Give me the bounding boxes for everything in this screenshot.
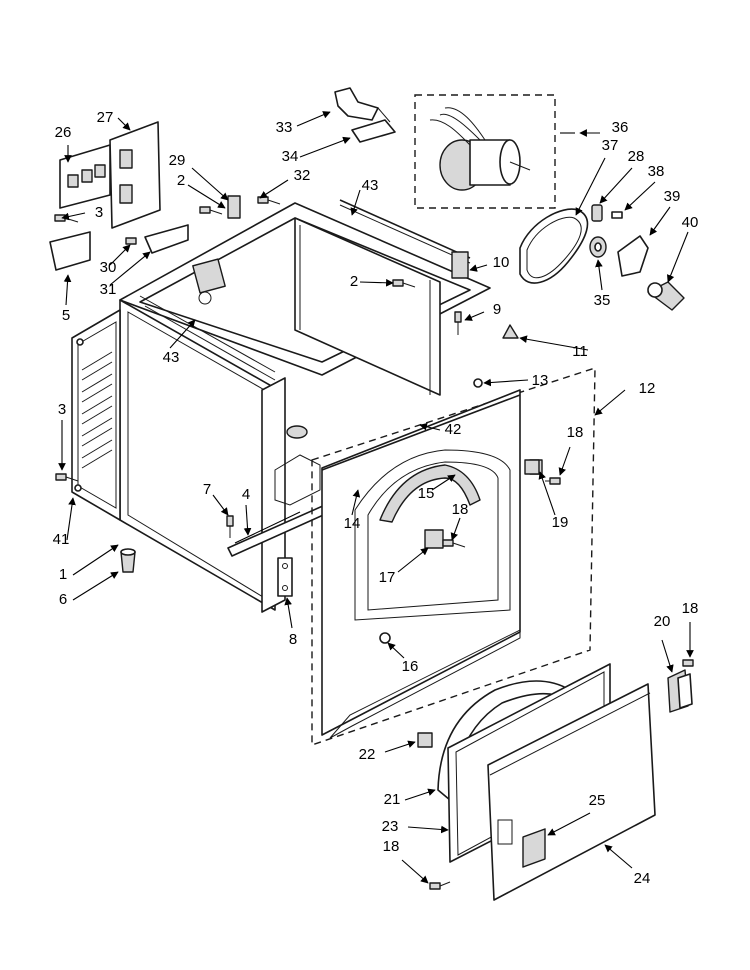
callout-23: 23	[382, 818, 399, 835]
callout-37: 37	[602, 137, 619, 154]
leader-lines	[58, 111, 694, 884]
callout-10: 10	[493, 254, 510, 271]
callout-27: 27	[97, 109, 114, 126]
callout-38: 38	[648, 163, 665, 180]
callout-42: 42	[445, 421, 462, 438]
callout-18-panel: 18	[452, 501, 469, 518]
callout-18-door: 18	[383, 838, 400, 855]
callout-24: 24	[634, 870, 651, 887]
callout-14: 14	[344, 515, 361, 532]
callout-5: 5	[62, 307, 70, 324]
callout-25: 25	[589, 792, 606, 809]
callout-41: 41	[53, 531, 70, 548]
callout-3-upper: 3	[95, 204, 103, 221]
cabinet	[119, 199, 491, 613]
screws	[54, 196, 694, 890]
callout-18-bracket: 18	[567, 424, 584, 441]
callout-18-hinge: 18	[682, 600, 699, 617]
motor-assembly	[414, 94, 556, 209]
callout-2-left: 2	[177, 172, 185, 189]
callout-26: 26	[55, 124, 72, 141]
idler-assembly	[589, 204, 685, 311]
drive-belt	[519, 208, 589, 284]
callout-11: 11	[572, 343, 588, 360]
callout-43-left: 43	[163, 349, 180, 366]
callout-30: 30	[100, 259, 117, 276]
callout-33: 33	[276, 119, 293, 136]
callout-9: 9	[493, 301, 501, 318]
callout-32: 32	[294, 167, 311, 184]
callout-20: 20	[654, 613, 671, 630]
callout-21: 21	[384, 791, 401, 808]
callout-22: 22	[359, 746, 376, 763]
callout-2-right: 2	[350, 273, 358, 290]
callout-40: 40	[682, 214, 699, 231]
callout-17: 17	[379, 569, 396, 586]
callout-29: 29	[169, 152, 186, 169]
door-assembly	[417, 663, 693, 901]
callout-13: 13	[532, 372, 549, 389]
callout-7: 7	[203, 481, 211, 498]
callout-15: 15	[418, 485, 435, 502]
callout-4: 4	[242, 486, 250, 503]
motor-bracket	[334, 87, 396, 143]
callout-39: 39	[664, 188, 681, 205]
callout-31: 31	[100, 281, 117, 298]
callout-8: 8	[289, 631, 297, 648]
callout-16: 16	[402, 658, 419, 675]
callout-43-top: 43	[362, 177, 379, 194]
rear-vent-panel	[71, 309, 121, 521]
callout-28: 28	[628, 148, 645, 165]
callout-6: 6	[59, 591, 67, 608]
callout-labels: 1 2 2 3 3 4 5 6 7 8 9 10 11 12 13 14 15 …	[53, 109, 699, 887]
callout-12: 12	[639, 380, 656, 397]
callout-1: 1	[59, 566, 67, 583]
callout-36: 36	[612, 119, 629, 136]
callout-19: 19	[552, 514, 569, 531]
callout-35: 35	[594, 292, 611, 309]
callout-34: 34	[282, 148, 299, 165]
control-components	[49, 121, 241, 271]
callout-3-lower: 3	[58, 401, 66, 418]
